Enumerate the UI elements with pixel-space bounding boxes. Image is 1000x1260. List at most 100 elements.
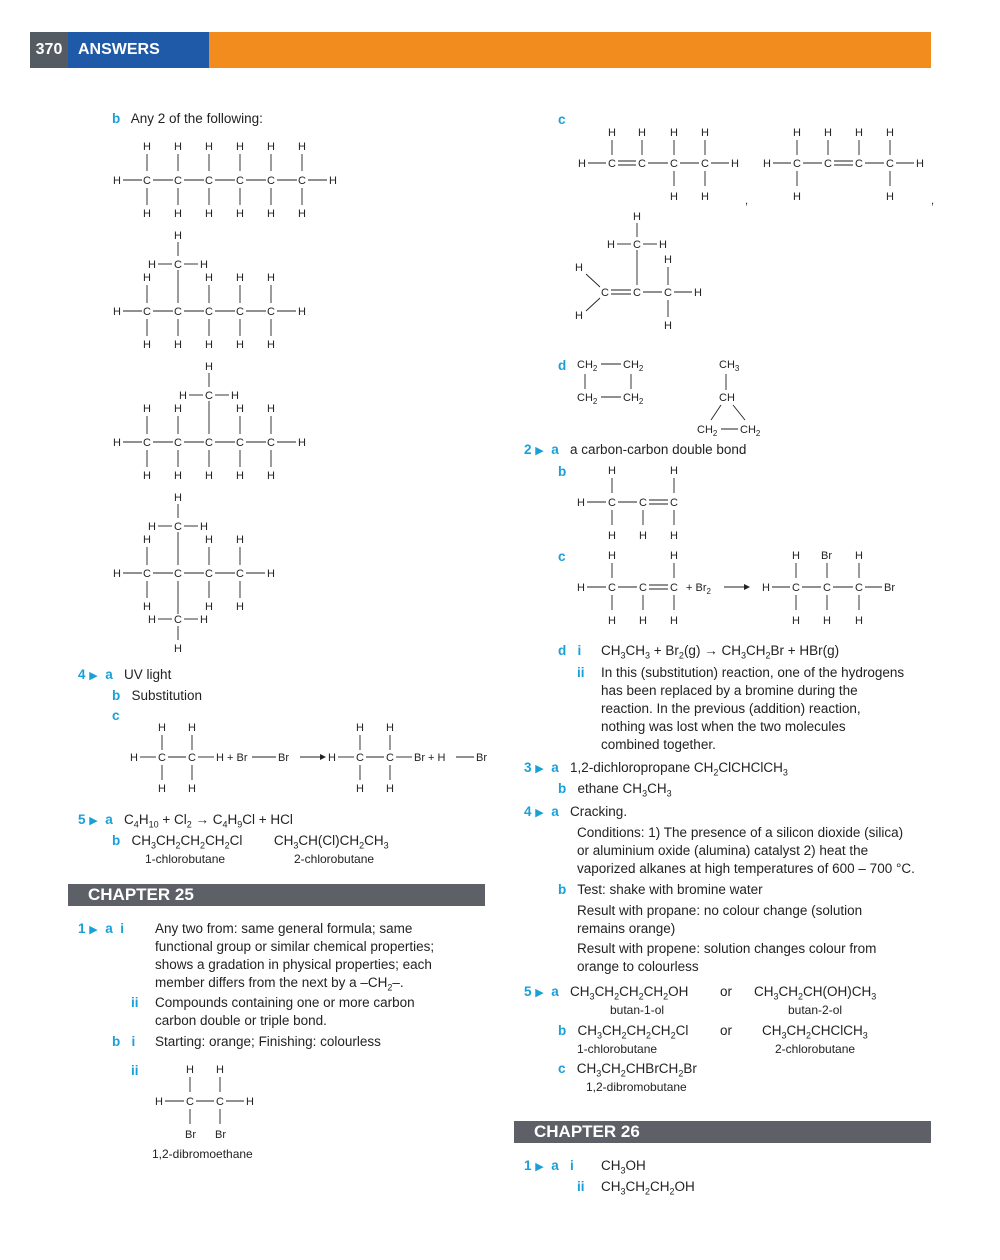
svg-text:H: H	[824, 127, 832, 139]
text-line: or aluminium oxide (alumina) catalyst 2)…	[577, 843, 869, 858]
svg-text:C: C	[670, 582, 678, 594]
svg-text:C: C	[174, 259, 182, 271]
svg-text:+ Br2: + Br2	[686, 582, 711, 596]
svg-text:H: H	[231, 390, 239, 402]
q4-propene-result: Result with propene: solution changes co…	[577, 940, 876, 976]
svg-text:H: H	[670, 615, 678, 627]
text-line: reaction. In the previous (addition) rea…	[601, 701, 861, 716]
2-methylpentane-structure: H H C H H H H H H C C C C C H H H H H H	[113, 230, 306, 351]
svg-text:H: H	[607, 239, 615, 251]
svg-text:Br: Br	[185, 1129, 196, 1141]
svg-text:H: H	[298, 141, 306, 153]
svg-text:H: H	[205, 534, 213, 546]
chapter-25-heading: CHAPTER 25	[68, 884, 485, 906]
text-line: functional group or similar chemical pro…	[155, 939, 435, 954]
svg-text:,: ,	[745, 195, 748, 207]
arrow-icon: ▶	[535, 1161, 544, 1173]
svg-text:H: H	[639, 530, 647, 542]
text-line: shows a gradation in physical properties…	[155, 957, 432, 972]
svg-text:H: H	[267, 568, 275, 580]
arrow-icon: ▶	[535, 807, 544, 819]
item-text: Any 2 of the following:	[130, 111, 263, 126]
item-label: a	[551, 442, 559, 457]
or-text: or	[720, 984, 733, 999]
svg-text:H: H	[179, 390, 187, 402]
chapter-26-heading: CHAPTER 26	[514, 1121, 931, 1143]
svg-text:H: H	[186, 1064, 194, 1076]
arrow-icon: ▶	[89, 815, 98, 827]
q5-left-b: b CH3CH2CH2CH2Cl CH3CH(Cl)CH2CH3	[112, 832, 389, 855]
svg-text:H: H	[608, 465, 616, 477]
svg-text:Br: Br	[278, 752, 289, 764]
svg-text:H: H	[267, 141, 275, 153]
svg-text:C: C	[174, 175, 182, 187]
svg-text:H: H	[113, 306, 121, 318]
item-sublabel: i	[570, 1158, 574, 1173]
right-c-label: c	[558, 112, 566, 127]
svg-text:C: C	[267, 175, 275, 187]
svg-text:H: H	[205, 361, 213, 373]
name-2-chlorobutane: 2-chlorobutane	[294, 852, 375, 866]
arrow-icon: ▶	[535, 763, 544, 775]
svg-text:H: H	[174, 492, 182, 504]
svg-text:H: H	[855, 550, 863, 562]
q2-c-label: c	[558, 549, 566, 564]
text-line: nothing was lost when the two molecules	[601, 719, 846, 734]
svg-text:H: H	[267, 470, 275, 482]
svg-text:CH2: CH2	[740, 424, 761, 438]
q4-left-c: c	[112, 707, 120, 725]
formula-2: CH3CH(Cl)CH2CH3	[273, 833, 389, 851]
name-1-chlorobutane: 1-chlorobutane	[145, 852, 226, 866]
formula-2: CH3CH2CHClCH3	[762, 1023, 868, 1041]
q4-right-b: b Test: shake with bromine water	[558, 881, 763, 899]
svg-text:C: C	[174, 437, 182, 449]
equation: C4H10 + Cl2 → C4H9Cl + HCl	[124, 812, 293, 830]
q4-conditions: Conditions: 1) The presence of a silicon…	[577, 824, 937, 878]
question-number: 5	[524, 984, 532, 999]
svg-text:C: C	[174, 614, 182, 626]
svg-text:H: H	[174, 339, 182, 351]
methylpropene-structure: H H C H H H C C C H H H	[575, 211, 702, 332]
svg-text:C: C	[205, 175, 213, 187]
q4-right-a: 4 ▶ a Cracking.	[524, 803, 627, 822]
svg-text:H: H	[792, 615, 800, 627]
svg-text:C: C	[205, 390, 213, 402]
text-line: Compounds containing one or more carbon	[155, 995, 415, 1010]
svg-text:C: C	[143, 568, 151, 580]
arrow-icon: ▶	[89, 670, 98, 682]
item-label: b	[112, 833, 121, 848]
svg-text:H: H	[143, 403, 151, 415]
top-hydrogens: H H H H H H	[143, 141, 306, 171]
svg-text:C: C	[701, 158, 709, 170]
c26-aii-formula: CH3CH2CH2OH	[601, 1179, 695, 1197]
svg-text:C: C	[608, 158, 616, 170]
svg-text:C: C	[216, 1096, 224, 1108]
2-2-dimethylbutane-structure: H H C H H H H H C C C C H H H H H C H H	[113, 492, 275, 655]
q2-dii-label: ii	[577, 665, 585, 680]
svg-text:C: C	[205, 306, 213, 318]
q4-left: 4 ▶ a UV light	[78, 666, 171, 685]
item-label: a	[551, 760, 559, 775]
item-label: c	[558, 1061, 566, 1076]
q3-right-a: 3 ▶ a 1,2-dichloropropane CH2ClCHClCH3	[524, 759, 788, 782]
item-label: b	[558, 882, 567, 897]
question-number: 1	[78, 921, 86, 936]
item-label: b	[112, 688, 121, 703]
text-line: Any two from: same general formula; same	[155, 921, 413, 936]
c25-aii-label: ii	[131, 995, 139, 1010]
cycloalkanes-structures: CH2 CH2 CH2 CH2 CH3 CH CH2 CH2	[577, 359, 761, 438]
svg-text:H: H	[236, 601, 244, 613]
svg-text:C: C	[143, 437, 151, 449]
svg-text:H: H	[792, 550, 800, 562]
svg-text:H: H	[694, 287, 702, 299]
item-text: Test: shake with bromine water	[577, 882, 763, 897]
svg-text:H: H	[130, 752, 138, 764]
c25-aii-text: Compounds containing one or more carbon …	[155, 994, 415, 1030]
item-sublabel: i	[577, 643, 582, 658]
item-label: a	[551, 984, 559, 999]
page-number: 370	[30, 32, 68, 68]
c25-bi-label: b i	[112, 1033, 135, 1051]
svg-text:C: C	[601, 287, 609, 299]
